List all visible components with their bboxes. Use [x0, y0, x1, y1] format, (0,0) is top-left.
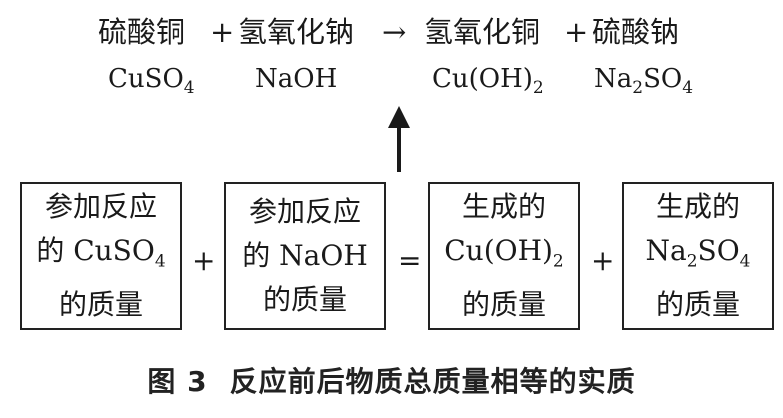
reactant2-name: 氢氧化钠 [238, 15, 355, 49]
product2-name: 硫酸钠 [592, 15, 680, 49]
box3-line1: 生成的 [461, 189, 546, 223]
product2-formula: Na2SO4 [594, 64, 694, 99]
box2-line1: 参加反应 [248, 195, 361, 228]
box2-line2: 的 NaOH [242, 239, 368, 272]
plus-operator-1: + [192, 244, 216, 277]
box3-line3: 的质量 [461, 288, 546, 322]
product1-name: 氢氧化铜 [424, 15, 541, 49]
equals-operator: = [398, 244, 422, 277]
box-reacted-cuso4-mass: 参加反应 的 CuSO4 的质量 [20, 182, 182, 330]
reactant1-name: 硫酸铜 [98, 15, 186, 49]
plus-sign-top-2: + [564, 15, 589, 49]
plus-operator-2: + [591, 244, 615, 277]
box-reacted-naoh-mass: 参加反应 的 NaOH 的质量 [224, 182, 386, 330]
box4-line2: Na2SO4 [645, 233, 751, 272]
product1-formula: Cu(OH)2 [432, 64, 544, 99]
box2-line3: 的质量 [262, 283, 347, 316]
box-produced-na2so4-mass: 生成的 Na2SO4 的质量 [622, 182, 774, 330]
box3-line2: Cu(OH)2 [444, 233, 564, 272]
box1-line2: 的 CuSO4 [36, 233, 166, 272]
reaction-arrow: → [382, 15, 407, 49]
figure-caption-text: 反应前后物质总质量相等的实质 [229, 365, 636, 398]
plus-sign-top-1: + [210, 15, 235, 49]
reactant1-formula: CuSO4 [108, 64, 195, 99]
reactant2-formula: NaOH [255, 64, 338, 94]
box1-line1: 参加反应 [44, 189, 157, 223]
box4-line3: 的质量 [655, 288, 740, 322]
figure-caption: 图 3 反应前后物质总质量相等的实质 [0, 362, 783, 402]
box4-line1: 生成的 [655, 189, 740, 223]
box1-line3: 的质量 [58, 288, 143, 322]
up-arrow-icon [388, 106, 410, 172]
box-produced-cuoh2-mass: 生成的 Cu(OH)2 的质量 [428, 182, 580, 330]
figure-number: 图 3 [147, 365, 208, 398]
